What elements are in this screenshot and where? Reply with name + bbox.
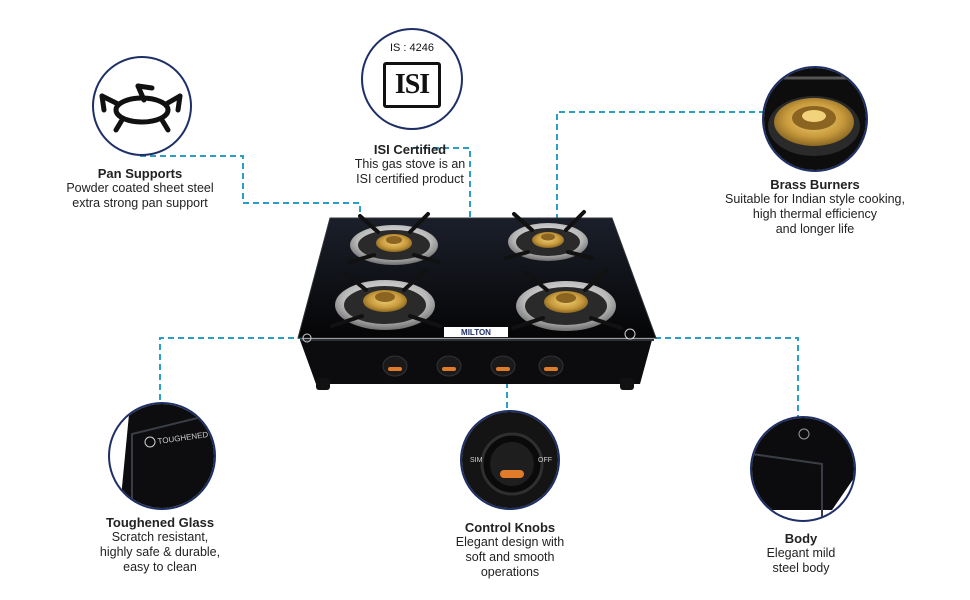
- burner-front-left: [330, 268, 442, 330]
- body-title: Body: [784, 531, 818, 546]
- control-knobs-image: SIM OFF: [460, 410, 560, 510]
- control-knobs-line: operations: [480, 565, 540, 579]
- connector-body: [655, 337, 799, 418]
- brass-burners-line: high thermal efficiency: [752, 207, 878, 221]
- brand-label: MILTON: [461, 328, 491, 337]
- brass-burners-caption: Brass Burners Suitable for Indian style …: [710, 177, 920, 237]
- isi-standard-label: IS : 4246: [389, 42, 435, 54]
- isi-caption: ISI Certified This gas stove is an ISI c…: [320, 142, 500, 187]
- body-line: steel body: [772, 561, 830, 575]
- isi-mark-text: ISI: [394, 69, 430, 100]
- toughened-glass-caption: Toughened Glass Scratch resistant, highl…: [60, 515, 260, 575]
- stove-front-panel: [300, 340, 652, 384]
- knob: [490, 355, 516, 377]
- toughened-glass-line: Scratch resistant,: [111, 530, 209, 544]
- glass-logo-icon: [302, 333, 312, 343]
- isi-line: This gas stove is an: [354, 157, 466, 171]
- body-line: Elegant mild: [766, 546, 836, 560]
- body-caption: Body Elegant mild steel body: [731, 531, 871, 576]
- pan-supports-line: extra strong pan support: [72, 196, 208, 210]
- toughened-glass-icon: TOUGHENED GLASS: [120, 404, 214, 508]
- pan-supports-caption: Pan Supports Powder coated sheet steel e…: [40, 166, 240, 211]
- knob: [538, 355, 564, 377]
- control-knobs-line: soft and smooth: [465, 550, 555, 564]
- isi-line: ISI certified product: [356, 172, 464, 186]
- isi-image: IS : 4246 ISI: [361, 28, 463, 130]
- brass-burners-line: Suitable for Indian style cooking,: [725, 192, 905, 206]
- brass-burners-line: and longer life: [775, 222, 855, 236]
- control-knob-icon: SIM OFF: [462, 412, 558, 508]
- burner-front-right: [511, 268, 623, 331]
- connector-pan-supports: [140, 155, 361, 215]
- pan-supports-image: [92, 56, 192, 156]
- stove-foot: [316, 378, 330, 390]
- knob: [436, 355, 462, 377]
- connector-toughened-glass: [159, 337, 302, 410]
- stove-body-icon: [752, 418, 854, 518]
- isi-mark-icon: ISI: [383, 62, 441, 108]
- brass-burners-image: [762, 66, 868, 172]
- toughened-glass-line: highly safe & durable,: [99, 545, 221, 559]
- control-knobs-title: Control Knobs: [464, 520, 556, 535]
- isi-title: ISI Certified: [373, 142, 447, 157]
- pan-support-icon: [99, 83, 183, 133]
- burner-back-right: [504, 210, 594, 261]
- isi-logo-icon: [624, 328, 636, 340]
- brass-burner-icon: [764, 68, 866, 170]
- control-knobs-line: Elegant design with: [455, 535, 565, 549]
- toughened-glass-line: easy to clean: [123, 560, 197, 574]
- brand-plate: [444, 327, 508, 337]
- connector-brass-burners: [556, 111, 765, 236]
- body-image: [750, 416, 856, 522]
- control-knobs-caption: Control Knobs Elegant design with soft a…: [420, 520, 600, 580]
- knob-off-label: OFF: [538, 457, 552, 464]
- pan-supports-title: Pan Supports: [97, 166, 183, 181]
- toughened-glass-image: TOUGHENED GLASS: [108, 402, 216, 510]
- stove-foot: [620, 378, 634, 390]
- brass-burners-title: Brass Burners: [770, 177, 860, 192]
- knob: [382, 355, 408, 377]
- toughened-glass-title: Toughened Glass: [105, 515, 215, 530]
- control-knobs-row: [382, 355, 564, 377]
- burner-back-left: [348, 212, 440, 265]
- knob-sim-label: SIM: [470, 457, 483, 464]
- pan-supports-line: Powder coated sheet steel: [66, 181, 214, 195]
